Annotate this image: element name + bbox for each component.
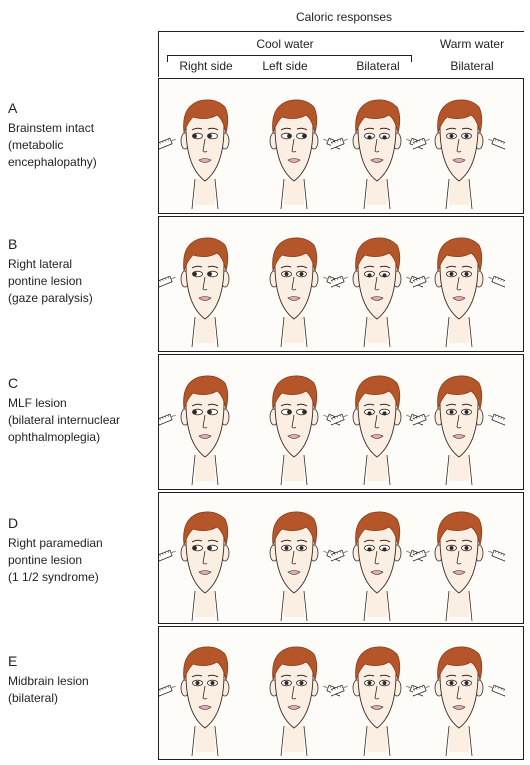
header-box-top-line	[158, 31, 524, 32]
syringe-icon	[159, 684, 176, 697]
head-figure	[413, 79, 505, 213]
row-description: Midbrain lesion (bilateral)	[8, 674, 89, 705]
row-letter: A	[8, 100, 18, 116]
head-figure	[248, 355, 340, 489]
cool-water-bracket-right-tick	[411, 55, 412, 62]
syringe-icon	[488, 413, 505, 426]
cool-water-bracket-left-tick	[167, 55, 168, 62]
head-figure	[159, 627, 251, 759]
row-description: Right paramedian pontine lesion (1 1/2 s…	[8, 536, 103, 584]
row-label-c: C MLF lesion (bilateral internuclear oph…	[8, 373, 156, 446]
syringe-icon	[413, 275, 430, 288]
head-figure	[331, 217, 423, 351]
row-letter: B	[8, 236, 18, 252]
syringe-icon	[159, 137, 176, 150]
row-letter: C	[8, 375, 19, 391]
syringe-icon	[159, 413, 176, 426]
syringe-icon	[331, 549, 348, 562]
column-header-left-side: Left side	[262, 59, 308, 73]
syringe-icon	[413, 413, 430, 426]
head-figure	[248, 79, 340, 213]
head-figure	[159, 355, 251, 489]
column-header-bilateral-cool: Bilateral	[356, 59, 400, 73]
row-label-e: E Midbrain lesion (bilateral)	[8, 651, 156, 707]
warm-water-label: Warm water	[439, 37, 505, 51]
syringe-icon	[413, 137, 430, 150]
row-description: MLF lesion (bilateral internuclear ophth…	[8, 396, 121, 444]
syringe-icon	[488, 275, 505, 288]
panel-row-e	[158, 626, 524, 760]
head-figure	[413, 493, 505, 623]
head-figure	[413, 355, 505, 489]
head-figure	[331, 79, 423, 213]
syringe-icon	[488, 137, 505, 150]
cool-water-label: Cool water	[256, 37, 314, 51]
head-figure	[159, 493, 251, 623]
syringe-icon	[159, 275, 176, 288]
cool-water-bracket	[167, 55, 412, 56]
syringe-icon	[331, 275, 348, 288]
row-description: Brainstem intact (metabolic encephalopat…	[8, 121, 97, 169]
head-figure	[159, 79, 251, 213]
syringe-icon	[413, 684, 430, 697]
syringe-icon	[331, 413, 348, 426]
head-figure	[413, 627, 505, 759]
caloric-responses-caption: Caloric responses	[295, 10, 393, 24]
row-label-b: B Right lateral pontine lesion (gaze par…	[8, 234, 156, 307]
row-letter: D	[8, 515, 19, 531]
panel-row-c	[158, 354, 524, 490]
row-label-a: A Brainstem intact (metabolic encephalop…	[8, 98, 156, 171]
panel-row-a	[158, 78, 524, 214]
column-header-bilateral-warm: Bilateral	[450, 59, 494, 73]
head-figure	[413, 217, 505, 351]
syringe-icon	[159, 549, 176, 562]
syringe-icon	[331, 137, 348, 150]
row-description: Right lateral pontine lesion (gaze paral…	[8, 257, 93, 305]
head-figure	[331, 355, 423, 489]
row-label-d: D Right paramedian pontine lesion (1 1/2…	[8, 513, 156, 586]
syringe-icon	[488, 684, 505, 697]
syringe-icon	[331, 684, 348, 697]
head-figure	[248, 493, 340, 623]
head-figure	[331, 627, 423, 759]
header-box-left-line	[158, 31, 159, 77]
syringe-icon	[488, 549, 505, 562]
panel-row-b	[158, 216, 524, 352]
column-header-right-side: Right side	[179, 59, 233, 73]
head-figure	[159, 217, 251, 351]
head-figure	[248, 627, 340, 759]
head-figure	[331, 493, 423, 623]
row-letter: E	[8, 653, 18, 669]
head-figure	[248, 217, 340, 351]
syringe-icon	[413, 549, 430, 562]
panel-row-d	[158, 492, 524, 624]
